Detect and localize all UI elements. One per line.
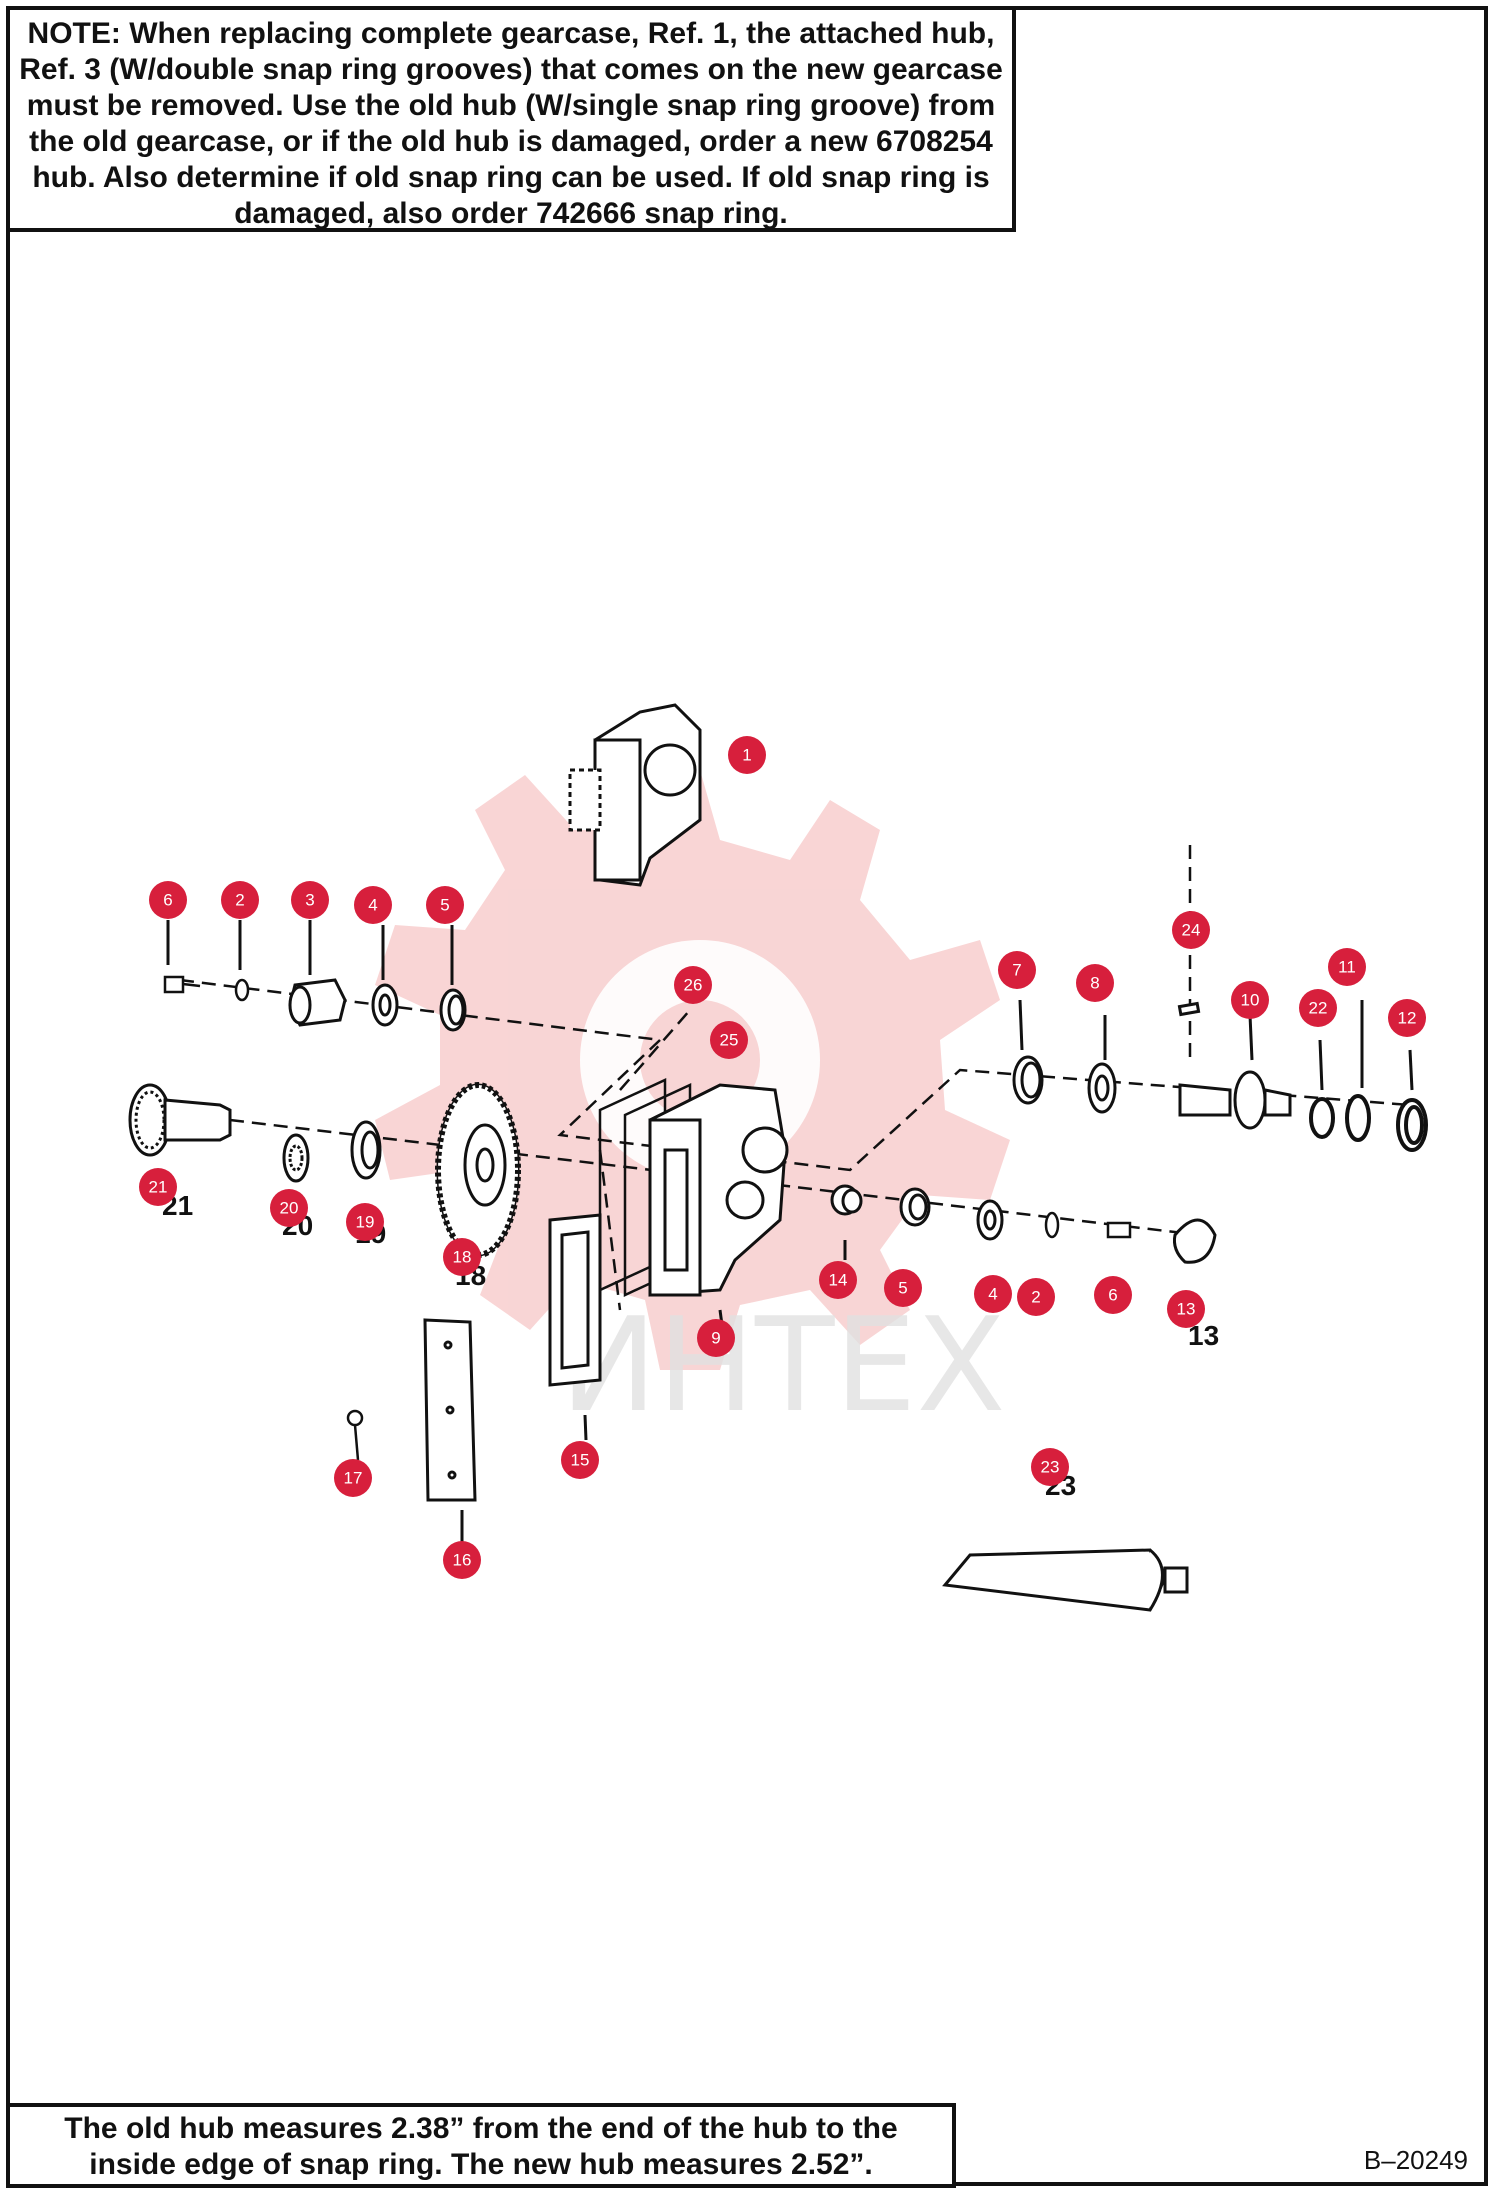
part-snap-ring-11	[1345, 1094, 1371, 1142]
callout-circle-c11	[1328, 948, 1366, 986]
callout-label-c8: 8	[1090, 974, 1099, 993]
callout-label-c25: 25	[720, 1031, 739, 1050]
callout-circle-c16	[443, 1541, 481, 1579]
callout-label-c6b: 6	[1108, 1286, 1117, 1305]
part-gearcase-assembly	[568, 703, 702, 887]
callout-label-c10: 10	[1241, 991, 1260, 1010]
callout-circle-c18	[443, 1238, 481, 1276]
callout-label-c7: 7	[1012, 961, 1021, 980]
callout-label-c11: 11	[1338, 958, 1356, 977]
callout-label-c3: 3	[305, 891, 314, 910]
part-washer-2	[234, 978, 250, 1002]
callout-circle-c21	[139, 1168, 177, 1206]
callout-label-c23: 23	[1041, 1458, 1060, 1477]
part-gasket-15	[548, 1213, 602, 1387]
callout-label-c2a: 2	[235, 891, 244, 910]
part-bearing-cone-4	[371, 983, 399, 1027]
part-bearing-22	[1309, 1097, 1335, 1139]
drawing-number: B–20249	[1363, 2145, 1468, 2175]
callout-circle-c22	[1299, 989, 1337, 1027]
callout-circle-c10	[1231, 981, 1269, 1019]
callout-label-c9: 9	[711, 1329, 720, 1348]
part-capscrew-6b	[1106, 1221, 1132, 1239]
callout-label-c4a: 4	[368, 896, 377, 915]
callout-circle-c19	[346, 1203, 384, 1241]
callout-label-c5a: 5	[440, 896, 449, 915]
callout-circle-c24	[1172, 911, 1210, 949]
callout-circle-c15	[561, 1441, 599, 1479]
top-note-text: When replacing complete gearcase, Ref. 1…	[19, 17, 1003, 230]
callout-circle-c2b	[1017, 1278, 1055, 1316]
callout-circle-c25	[710, 1021, 748, 1059]
callout-circle-c3	[291, 881, 329, 919]
part-input-shaft-21	[128, 1083, 232, 1157]
callout-circle-c17	[334, 1459, 372, 1497]
part-bearing-cup-5b	[899, 1187, 931, 1227]
part-washer-2b	[1044, 1211, 1060, 1239]
part-seal-7	[1012, 1055, 1044, 1105]
callout-label-c13: 13	[1177, 1300, 1196, 1319]
part-gear-18	[435, 1082, 521, 1258]
callout-label-c21: 21	[149, 1178, 168, 1197]
watermark-text: ИНТЕХ	[560, 1289, 1006, 1441]
part-bearing-cup-19	[350, 1120, 382, 1180]
callout-label-c5b: 5	[898, 1279, 907, 1298]
top-note: NOTE: When replacing complete gearcase, …	[6, 6, 1016, 232]
part-seal-12	[1396, 1098, 1428, 1152]
callout-circle-c20	[270, 1189, 308, 1227]
part-bearing-cone-20	[282, 1133, 310, 1183]
part-bearing-8	[1087, 1062, 1117, 1114]
callout-label-c15: 15	[571, 1451, 590, 1470]
callout-label-c22: 22	[1309, 999, 1328, 1018]
callout-circle-c6a	[149, 881, 187, 919]
callout-label-c19: 19	[356, 1213, 375, 1232]
part-hub-3	[288, 978, 347, 1027]
callout-circle-c26	[674, 966, 712, 1004]
part-gearcase-housing-9	[648, 1083, 789, 1297]
callout-label-c18: 18	[453, 1248, 472, 1267]
callout-circle-c1	[728, 736, 766, 774]
callout-label-c2b: 2	[1031, 1288, 1040, 1307]
part-grease-tube-23	[942, 1548, 1189, 1612]
callout-circle-c5b	[884, 1269, 922, 1307]
callout-circle-c4b	[974, 1275, 1012, 1313]
callout-label-c12: 12	[1398, 1009, 1417, 1028]
bottom-note-text: The old hub measures 2.38” from the end …	[64, 2112, 898, 2181]
callout-circle-c14	[819, 1261, 857, 1299]
callout-circle-c7	[998, 951, 1036, 989]
callout-label-c26: 26	[684, 976, 703, 995]
callout-circle-c2a	[221, 881, 259, 919]
callout-label-c16: 16	[453, 1551, 472, 1570]
part-shaft-10	[1178, 1070, 1292, 1130]
part-bearing-cup-5	[439, 988, 467, 1032]
callout-label-c1: 1	[742, 746, 751, 765]
callout-circle-c5a	[426, 886, 464, 924]
part-cap-13	[1173, 1218, 1217, 1264]
callout-circle-c23	[1031, 1448, 1069, 1486]
part-capscrew-6	[163, 975, 201, 994]
top-note-label: NOTE:	[27, 17, 121, 50]
leader-ticks	[166, 756, 1414, 1545]
callout-label-c20: 20	[280, 1199, 299, 1218]
callout-label-c17: 17	[344, 1469, 363, 1488]
part-cover-16	[423, 1318, 477, 1502]
bottom-note: The old hub measures 2.38” from the end …	[6, 2103, 956, 2188]
part-spacer-14	[830, 1184, 863, 1216]
callout-circle-c6b	[1094, 1276, 1132, 1314]
callout-label-c24: 24	[1182, 921, 1201, 940]
callout-circle-c8	[1076, 964, 1114, 1002]
callout-label-c6a: 6	[163, 891, 172, 910]
callout-label-c4b: 4	[988, 1285, 997, 1304]
part-bearing-cone-4b	[976, 1199, 1004, 1241]
callout-circle-c4a	[354, 886, 392, 924]
callout-circle-c13	[1167, 1290, 1205, 1328]
callout-label-c14: 14	[829, 1271, 848, 1290]
part-capscrew-17	[346, 1409, 364, 1461]
callout-circle-c12	[1388, 999, 1426, 1037]
part-pin-24	[1177, 1001, 1201, 1017]
callout-circle-c9	[697, 1319, 735, 1357]
